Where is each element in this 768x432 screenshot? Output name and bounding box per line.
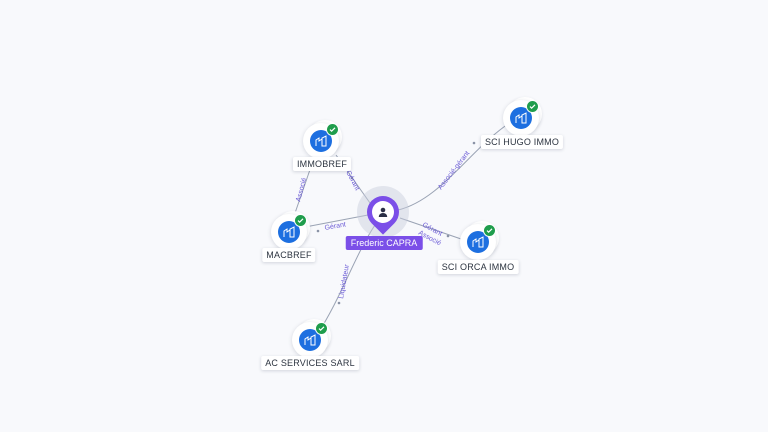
verified-check-icon — [526, 100, 539, 113]
edge-center-sci-orca — [399, 217, 465, 241]
edge-arrow — [350, 176, 354, 180]
edge-label: Gérant — [344, 170, 360, 192]
building-icon — [310, 130, 332, 152]
verified-check-icon — [326, 123, 339, 136]
company-node-macbref[interactable] — [271, 211, 310, 250]
edge-center-sci-hugo — [397, 123, 509, 211]
person-icon — [372, 201, 394, 223]
verified-check-icon — [294, 214, 307, 227]
building-icon — [467, 231, 489, 253]
company-node-ac-services[interactable] — [292, 319, 331, 358]
building-icon — [299, 329, 321, 351]
edge-center-macbref — [299, 214, 369, 229]
edge-center-ac-services — [317, 224, 376, 334]
edge-label: Associé — [295, 177, 308, 203]
company-label[interactable]: AC SERVICES SARL — [261, 356, 359, 370]
edge-label: Associé-gérant — [437, 150, 471, 191]
company-node-sci-orca[interactable] — [460, 221, 499, 260]
building-icon — [510, 107, 532, 129]
company-node-sci-hugo[interactable] — [503, 97, 542, 136]
edge-arrow — [472, 141, 476, 145]
verified-check-icon — [315, 322, 328, 335]
edge-arrow — [316, 229, 320, 233]
edge-arrow — [446, 234, 450, 238]
verified-check-icon — [483, 224, 496, 237]
company-label[interactable]: SCI HUGO IMMO — [480, 135, 564, 149]
person-node[interactable] — [357, 186, 409, 238]
edge-label: Gérant — [324, 221, 346, 232]
building-icon — [278, 221, 300, 243]
person-label[interactable]: Frederic CAPRA — [345, 236, 423, 250]
edge-arrow — [337, 301, 341, 305]
company-label[interactable]: MACBREF — [262, 248, 316, 262]
company-node-immobref[interactable] — [303, 120, 342, 159]
edge-label: Liquidateur — [338, 263, 351, 299]
company-label[interactable]: IMMOBREF — [292, 157, 352, 171]
company-label[interactable]: SCI ORCA IMMO — [437, 260, 519, 274]
